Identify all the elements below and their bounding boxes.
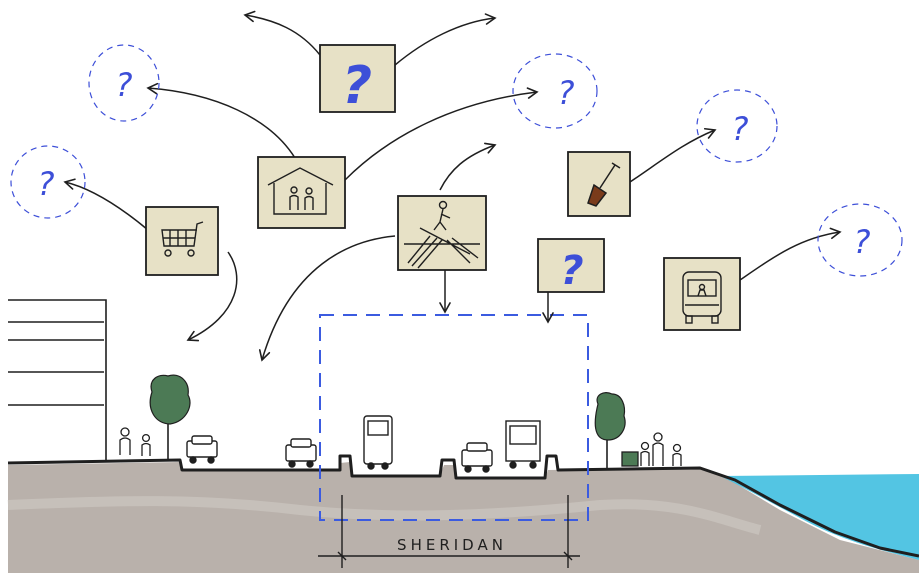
water [720, 474, 919, 560]
tree-left-icon [149, 374, 191, 460]
ground-line [7, 454, 919, 558]
connector-arrows [63, 10, 842, 362]
shopping-cart-icon [161, 221, 204, 257]
svg-text:?: ? [558, 74, 575, 112]
bus-icon [682, 271, 722, 324]
truck-icon [505, 420, 541, 469]
svg-text:?: ? [116, 66, 133, 104]
car-icon [461, 442, 493, 473]
card-housing [257, 156, 346, 229]
question-bubble-icon: ? [10, 145, 86, 219]
question-mark-icon: ? [342, 56, 372, 116]
question-bubble-icon: ? [696, 89, 778, 163]
svg-text:?: ? [854, 223, 871, 261]
car-icon [186, 435, 218, 464]
svg-text:?: ? [732, 110, 749, 148]
question-bubble-icon: ? [88, 44, 160, 122]
house-with-people-icon [267, 167, 334, 215]
building [8, 299, 107, 460]
card-transit [663, 257, 741, 331]
car-icon [285, 438, 317, 468]
card-question-street: ? [537, 238, 605, 294]
card-question: ? [319, 44, 396, 116]
card-landscape [567, 151, 631, 217]
street-zone-outline [319, 314, 589, 521]
question-bubble-icon: ? [512, 53, 598, 129]
bus-front-icon [363, 415, 393, 470]
question-bubble-icon: ? [817, 203, 903, 277]
card-pedestrian [397, 195, 487, 271]
street-label: SHERIDAN [397, 536, 507, 554]
ground-section [7, 462, 919, 573]
card-shopping [145, 206, 219, 276]
street-width-dimension [318, 495, 580, 568]
pedestrian-crossing-icon [404, 200, 480, 269]
tree-right-icon [594, 392, 626, 468]
people-right-icon [621, 432, 682, 467]
shovel-icon [587, 162, 621, 207]
question-mark-icon: ? [560, 248, 583, 294]
svg-text:?: ? [38, 165, 55, 203]
people-left-icon [119, 427, 151, 456]
